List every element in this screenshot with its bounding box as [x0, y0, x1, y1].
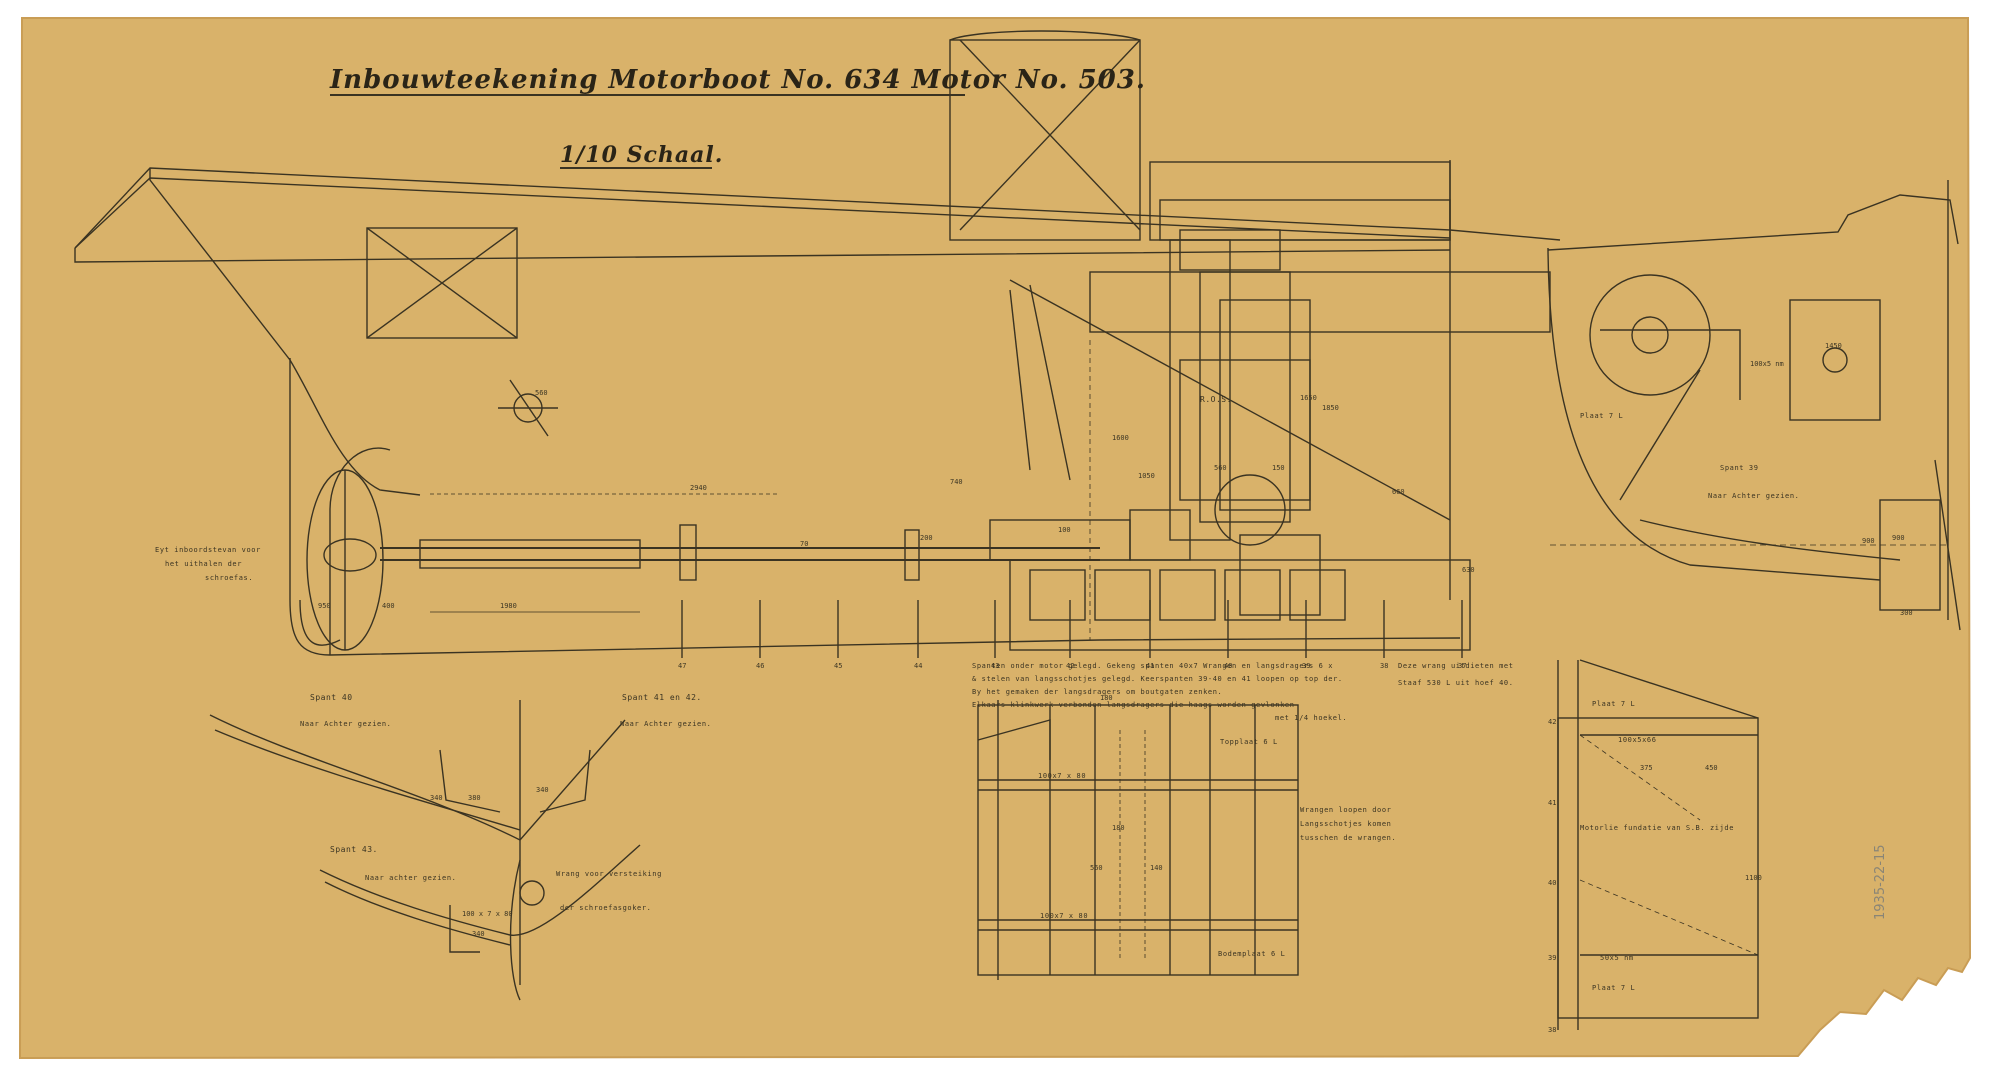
dimension-label: 630 [1462, 566, 1475, 574]
plan-note: tusschen de wrangen. [1300, 834, 1396, 842]
frame-number: 44 [914, 662, 922, 670]
right-view-label: Plaat 7 L [1580, 412, 1623, 420]
right-view-dim: 900 [1862, 537, 1875, 545]
frame-number: 42 [1066, 662, 1074, 670]
note-line: & stelen van langsschotjes gelegd. Keers… [972, 675, 1343, 683]
right-view-note: Spant 39 [1720, 464, 1759, 472]
dimension-label: 200 [920, 534, 933, 542]
detail-frame: 42 [1548, 718, 1556, 726]
section-dim: 380 [468, 794, 481, 802]
detail-frame: 38 [1548, 1026, 1556, 1034]
section-subtitle: Naar Achter gezien. [300, 720, 391, 728]
right-view-labels: Plaat 7 L Spant 39 Naar Achter gezien. 1… [1580, 342, 1913, 617]
frame-number: 41 [1146, 662, 1154, 670]
detail-label: 50x5 nm [1600, 954, 1634, 962]
propeller-note-1: Eyt inboordstevan voor [155, 546, 261, 554]
note-line: By het gemaken der langsdragers om boutg… [972, 688, 1222, 696]
dimension-label: 1850 [1322, 404, 1339, 412]
propeller-note-2: het uithalen der [165, 560, 242, 568]
dimension-label: 660 [1392, 488, 1405, 496]
dimension-label: 950 [318, 602, 331, 610]
detail-frame: 39 [1548, 954, 1556, 962]
section-note-2: der schroefasgoker. [560, 904, 651, 912]
plan-label: Bodemplaat 6 L [1218, 950, 1285, 958]
frame-number: 47 [678, 662, 686, 670]
note-line: met 1/4 hoekel. [1275, 714, 1347, 722]
detail-label: 100x5x66 [1618, 736, 1657, 744]
section-dim: 340 [430, 794, 443, 802]
plan-view-labels: Topplaat 6 L 100x7 x 80 100x7 x 80 Bodem… [1038, 694, 1396, 958]
dimension-label: 1980 [500, 602, 517, 610]
section-note-1: Wrang voor versteiking [556, 870, 662, 878]
dimension-label: 1050 [1138, 472, 1155, 480]
right-view-note: Naar Achter gezien. [1708, 492, 1799, 500]
plan-dim: 180 [1100, 694, 1113, 702]
ink-lines [74, 30, 1961, 1030]
frame-number: 38 [1380, 662, 1388, 670]
plan-dim: 560 [1090, 864, 1103, 872]
dimension-label: 740 [950, 478, 963, 486]
detail-dim: 450 [1705, 764, 1718, 772]
plan-note: Wrangen loopen door [1300, 806, 1391, 814]
section-subtitle: Naar Achter gezien. [620, 720, 711, 728]
dimension-label: 1600 [1112, 434, 1129, 442]
frame-number: 40 [1224, 662, 1232, 670]
dimension-label: 560 [535, 389, 548, 397]
detail-frame: 41 [1548, 799, 1556, 807]
note-line: Staaf 530 L uit hoef 40. [1398, 679, 1514, 687]
plan-label: Topplaat 6 L [1220, 738, 1278, 746]
plan-note: Langsschotjes komen [1300, 820, 1391, 828]
section-dim: 100 x 7 x 80 [462, 910, 513, 918]
detail-dim: 375 [1640, 764, 1653, 772]
plan-label: 180 [1112, 824, 1125, 832]
section-title: Spant 40 [310, 693, 353, 702]
center-notes: Spanten onder motor gelegd. Gekeng spant… [972, 662, 1514, 722]
section-subtitle: Naar achter gezien. [365, 874, 456, 882]
drawing-title: Inbouwteekening Motorboot No. 634 Motor … [329, 65, 1146, 95]
frame-number: 45 [834, 662, 842, 670]
dimension-label: 100 [1058, 526, 1071, 534]
section-title: Spant 41 en 42. [622, 693, 702, 702]
note-line: Spanten onder motor gelegd. Gekeng spant… [972, 662, 1333, 670]
section-dim: 340 [472, 930, 485, 938]
right-detail-labels: Plaat 7 L 100x5x66 Motorlie fundatie van… [1548, 700, 1762, 1034]
plan-label: 100x7 x 80 [1040, 912, 1088, 920]
archive-number: 1935-22-15 [1873, 844, 1888, 920]
dimension-label: 2940 [690, 484, 707, 492]
dimension-label: 560 [1214, 464, 1227, 472]
scale-label: 1/10 Schaal. [560, 142, 723, 168]
right-view-dim: 100x5 nm [1750, 360, 1784, 368]
detail-dim: 1100 [1745, 874, 1762, 882]
motor-label: R.O.S. [1200, 395, 1232, 404]
dimension-label: 150 [1272, 464, 1285, 472]
right-view-dim: 1450 [1825, 342, 1842, 350]
frame-number: 37 [1458, 662, 1466, 670]
section-dim: 340 [536, 786, 549, 794]
section-labels: Spant 40 Naar Achter gezien. Spant 41 en… [300, 693, 711, 938]
dimension-label: 1650 [1300, 394, 1317, 402]
dimension-label: 400 [382, 602, 395, 610]
dimension-label: 70 [800, 540, 808, 548]
plan-dim: 140 [1150, 864, 1163, 872]
section-title: Spant 43. [330, 845, 378, 854]
frame-number: 46 [756, 662, 764, 670]
detail-label: Plaat 7 L [1592, 700, 1635, 708]
frame-number: 39 [1302, 662, 1310, 670]
plan-label: 100x7 x 80 [1038, 772, 1086, 780]
detail-label: Motorlie fundatie van S.B. zijde [1580, 824, 1734, 832]
detail-label: Plaat 7 L [1592, 984, 1635, 992]
frame-numbers: 47 46 45 44 43 42 41 40 39 38 37 [678, 662, 1466, 670]
note-line: Elkaars klinkwerk verbonden langsdragers… [972, 701, 1295, 709]
detail-frame: 40 [1548, 879, 1556, 887]
frame-number: 43 [991, 662, 999, 670]
dimension-label: 900 [1892, 534, 1905, 542]
right-view-dim: 300 [1900, 609, 1913, 617]
dimension-labels: 2940 1980 950 400 70 740 1600 1650 1050 … [318, 389, 1905, 610]
paper-background [18, 17, 1972, 1060]
propeller-note-3: schroefas. [205, 574, 253, 582]
note-line: Deze wrang uitdieten met [1398, 662, 1514, 670]
